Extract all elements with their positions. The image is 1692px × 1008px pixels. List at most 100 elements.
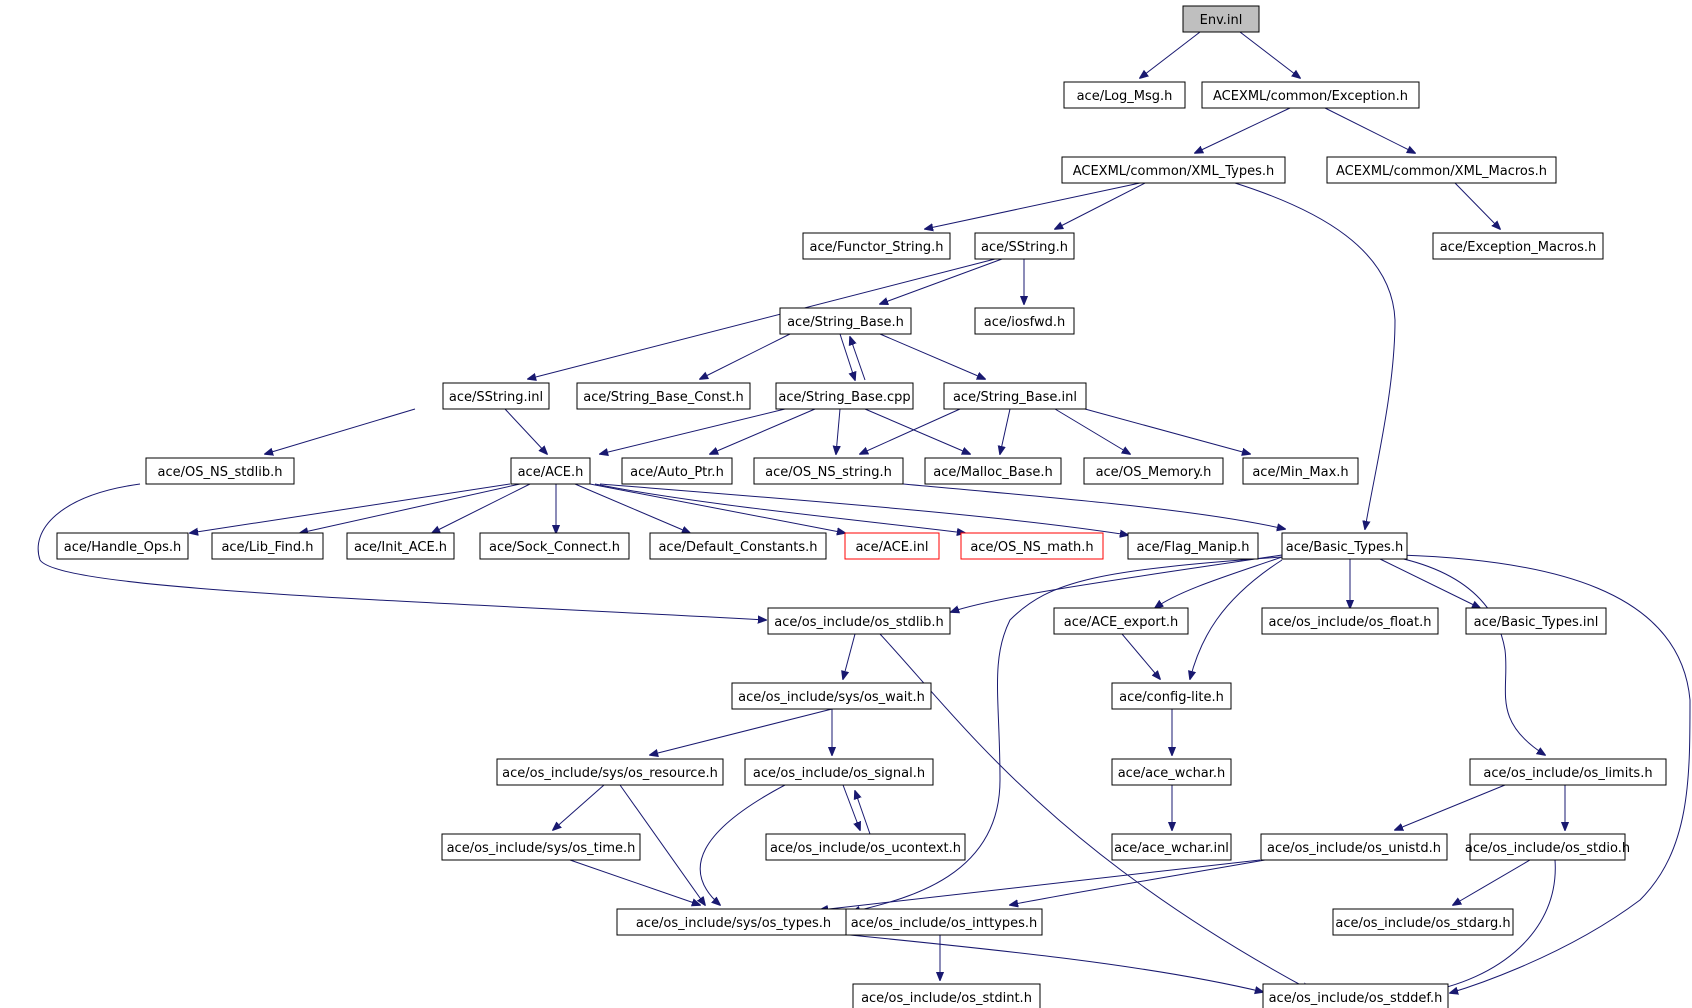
file-node-sys-os-types[interactable]: ace/os_include/sys/os_types.h [616, 908, 851, 936]
file-node-box [1083, 457, 1224, 485]
file-node-box [1332, 908, 1514, 936]
file-node-label: ace/Exception_Macros.h [1440, 240, 1596, 255]
file-node-label: ace/os_include/os_ucontext.h [770, 841, 961, 856]
file-node-string-base-inl[interactable]: ace/String_Base.inl [943, 382, 1087, 410]
file-node-handle-ops[interactable]: ace/Handle_Ops.h [56, 532, 189, 560]
file-node-label: ace/String_Base_Const.h [583, 390, 743, 405]
file-node-os-inttypes[interactable]: ace/os_include/os_inttypes.h [845, 908, 1043, 936]
file-node-box [145, 457, 295, 485]
dependency-edge [1190, 559, 1283, 679]
dependency-edge [820, 859, 1261, 910]
file-node-init-ace[interactable]: ace/Init_ACE.h [346, 532, 455, 560]
file-node-default-constants[interactable]: ace/Default_Constants.h [649, 532, 827, 560]
file-node-flag-manip[interactable]: ace/Flag_Manip.h [1127, 532, 1259, 560]
file-node-label: ace/ace_wchar.inl [1114, 841, 1229, 856]
dependency-edge [1084, 408, 1250, 454]
file-node-os-memory[interactable]: ace/OS_Memory.h [1083, 457, 1224, 485]
file-node-ace-inl[interactable]: ace/ACE.inl [844, 532, 940, 560]
file-node-os-ns-stdlib[interactable]: ace/OS_NS_stdlib.h [145, 457, 295, 485]
file-node-basic-types-inl[interactable]: ace/Basic_Types.inl [1465, 607, 1607, 635]
file-node-os-stddef[interactable]: ace/os_include/os_stddef.h [1262, 983, 1449, 1008]
file-node-os-float[interactable]: ace/os_include/os_float.h [1261, 607, 1439, 635]
file-node-malloc-base[interactable]: ace/Malloc_Base.h [924, 457, 1062, 485]
file-node-basic-types-h[interactable]: ace/Basic_Types.h [1281, 532, 1408, 560]
file-node-box [779, 307, 912, 335]
dependency-edge [836, 408, 840, 454]
file-node-label: ace/Sock_Connect.h [489, 540, 620, 555]
file-node-box [974, 307, 1075, 335]
file-node-box [346, 532, 455, 560]
file-node-string-base-cpp[interactable]: ace/String_Base.cpp [775, 382, 914, 410]
file-node-string-base-const[interactable]: ace/String_Base_Const.h [576, 382, 751, 410]
file-node-label: ace/OS_NS_stdlib.h [158, 465, 283, 480]
file-node-exception-h[interactable]: ACEXML/common/Exception.h [1201, 81, 1420, 109]
file-node-os-unistd[interactable]: ace/os_include/os_unistd.h [1260, 833, 1448, 861]
file-node-label: ace/Auto_Ptr.h [630, 465, 724, 480]
file-node-os-stdlib[interactable]: ace/os_include/os_stdlib.h [767, 607, 951, 635]
file-node-box [1127, 532, 1259, 560]
file-node-os-signal[interactable]: ace/os_include/os_signal.h [744, 758, 934, 786]
file-node-label: ace/SString.inl [449, 390, 543, 405]
file-node-box [1260, 833, 1448, 861]
file-node-log-msg[interactable]: ace/Log_Msg.h [1063, 81, 1186, 109]
file-node-label: ace/Functor_String.h [810, 240, 944, 255]
dependency-edge [1055, 182, 1146, 229]
file-node-string-base-h[interactable]: ace/String_Base.h [779, 307, 912, 335]
file-node-sock-connect[interactable]: ace/Sock_Connect.h [479, 532, 630, 560]
dependency-edge [699, 784, 786, 905]
file-node-env-inl[interactable]: Env.inl [1182, 5, 1260, 33]
dependency-edge [855, 791, 871, 835]
file-node-box [1111, 758, 1232, 786]
file-node-sys-os-wait[interactable]: ace/os_include/sys/os_wait.h [731, 682, 932, 710]
file-node-os-stdint[interactable]: ace/os_include/os_stdint.h [852, 983, 1041, 1008]
file-node-label: ace/os_include/os_stddef.h [1269, 991, 1443, 1006]
dependency-edge [880, 258, 1003, 304]
file-node-iosfwd[interactable]: ace/iosfwd.h [974, 307, 1075, 335]
file-node-ace-export[interactable]: ace/ACE_export.h [1053, 607, 1189, 635]
file-node-box [852, 983, 1041, 1008]
dependency-edge [1324, 107, 1415, 153]
dependency-edge [1140, 31, 1201, 78]
file-node-os-stdarg[interactable]: ace/os_include/os_stdarg.h [1332, 908, 1514, 936]
file-node-min-max[interactable]: ace/Min_Max.h [1242, 457, 1359, 485]
dependency-edge [1234, 182, 1396, 529]
file-node-box [441, 833, 641, 861]
file-node-lib-find[interactable]: ace/Lib_Find.h [211, 532, 324, 560]
file-node-box [753, 457, 904, 485]
dependency-edge [1010, 859, 1266, 905]
file-node-label: ace/ace_wchar.h [1118, 766, 1226, 781]
file-node-ace-h[interactable]: ace/ACE.h [510, 457, 591, 485]
file-node-xml-macros[interactable]: ACEXML/common/XML_Macros.h [1326, 156, 1557, 184]
file-node-config-lite[interactable]: ace/config-lite.h [1111, 682, 1232, 710]
dependency-edge [1379, 558, 1480, 608]
dependency-edge [650, 708, 833, 755]
dependency-edge [432, 483, 531, 533]
file-node-sstring-h[interactable]: ace/SString.h [974, 232, 1075, 260]
file-node-box [1469, 833, 1626, 861]
file-node-os-ns-math[interactable]: ace/OS_NS_math.h [960, 532, 1104, 560]
dependency-edge [300, 483, 521, 533]
file-node-box [1469, 758, 1667, 786]
file-node-label: ace/os_include/os_inttypes.h [851, 916, 1038, 931]
file-nodes: Env.inl ace/Log_Msg.h ACEXML/common/Except… [56, 5, 1667, 1008]
file-node-box [1182, 5, 1260, 33]
file-node-os-ucontext[interactable]: ace/os_include/os_ucontext.h [765, 833, 966, 861]
file-node-label: ace/Handle_Ops.h [64, 540, 181, 555]
file-node-exception-macros[interactable]: ace/Exception_Macros.h [1432, 232, 1604, 260]
file-node-functor-string[interactable]: ace/Functor_String.h [802, 232, 951, 260]
file-node-os-ns-string[interactable]: ace/OS_NS_string.h [753, 457, 904, 485]
file-node-sstring-inl[interactable]: ace/SString.inl [442, 382, 550, 410]
dependency-edge [879, 633, 1310, 990]
file-node-os-stdio[interactable]: ace/os_include/os_stdio.h [1465, 833, 1630, 861]
file-node-sys-os-time[interactable]: ace/os_include/sys/os_time.h [441, 833, 641, 861]
file-node-sys-os-resource[interactable]: ace/os_include/sys/os_resource.h [496, 758, 724, 786]
file-node-label: ace/String_Base.cpp [778, 390, 910, 405]
file-node-auto-ptr[interactable]: ace/Auto_Ptr.h [621, 457, 733, 485]
file-node-xml-types[interactable]: ACEXML/common/XML_Types.h [1061, 156, 1286, 184]
file-node-label: ace/Log_Msg.h [1077, 89, 1173, 104]
file-node-label: ace/Malloc_Base.h [933, 465, 1053, 480]
file-node-ace-wchar-h[interactable]: ace/ace_wchar.h [1111, 758, 1232, 786]
file-node-ace-wchar-inl[interactable]: ace/ace_wchar.inl [1111, 833, 1232, 861]
file-node-os-limits[interactable]: ace/os_include/os_limits.h [1469, 758, 1667, 786]
dependency-edge [1395, 784, 1506, 830]
